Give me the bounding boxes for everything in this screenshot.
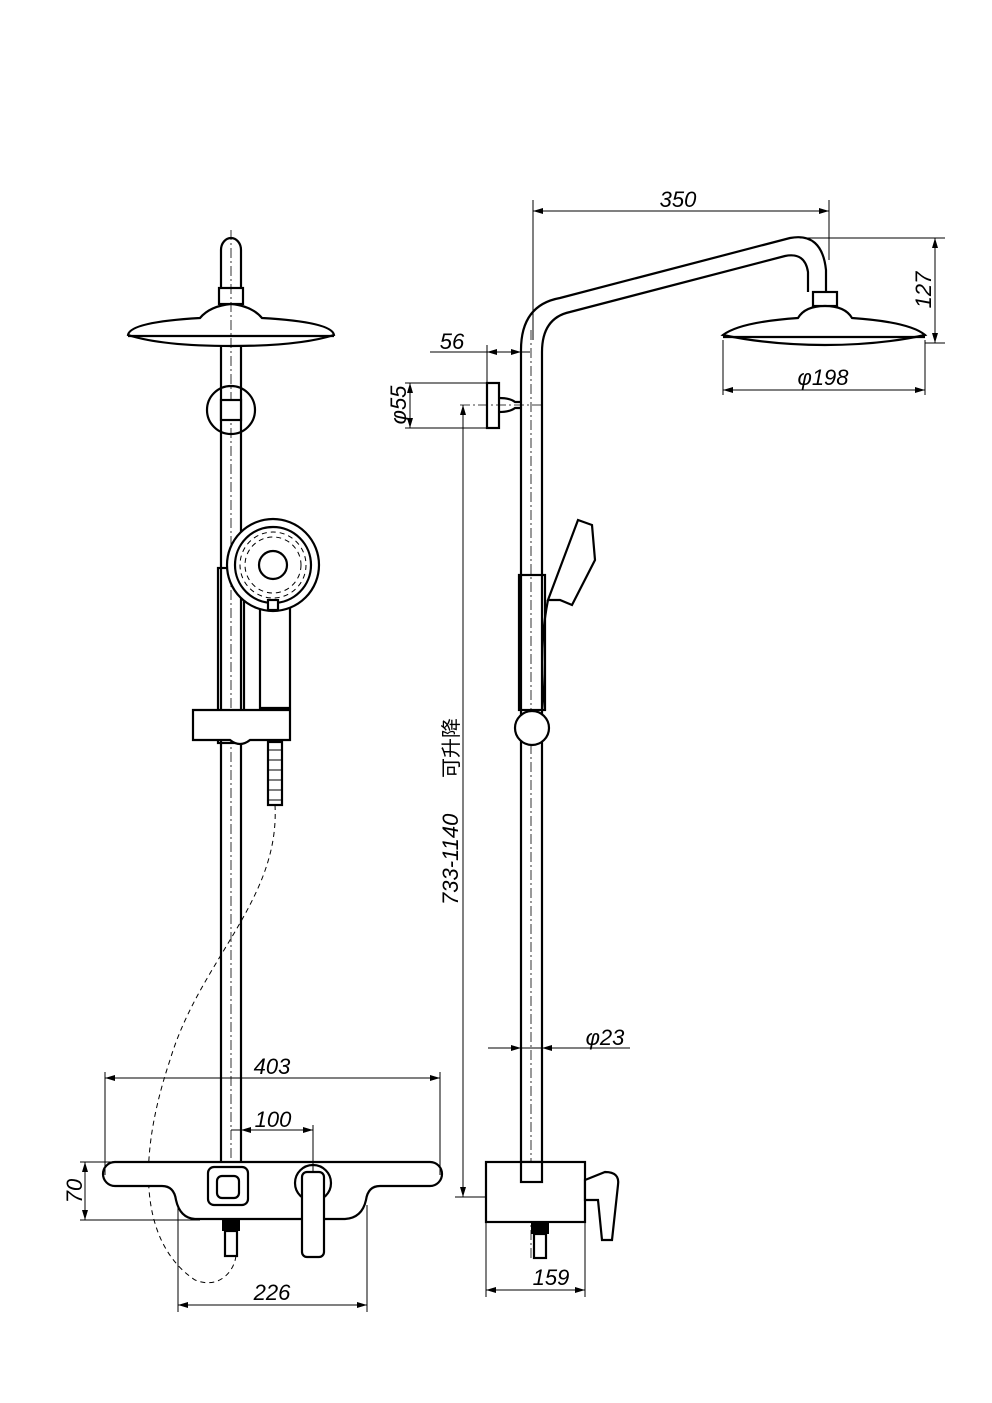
- hand-shower-handle: [258, 598, 292, 710]
- hose-coil: [266, 740, 284, 807]
- side-mixer-lever: [583, 1170, 620, 1242]
- dim-mixer-offset: 100: [255, 1107, 292, 1132]
- shower-arm: [519, 236, 828, 1165]
- side-slider-knob: [513, 709, 551, 747]
- dim-mixer-height: 70: [62, 1178, 87, 1203]
- dim-mixer-base-width: 226: [253, 1280, 291, 1305]
- wall-bracket: [205, 384, 257, 436]
- outlet: [222, 1219, 240, 1231]
- dimensions: 350 127 56 φ55 φ198 733-1140 可升降 φ23 403: [62, 187, 945, 1312]
- slider-holder: [191, 708, 292, 746]
- side-wall-bracket: [485, 381, 501, 430]
- dim-bracket-diameter: φ55: [386, 385, 411, 425]
- dim-arm-length: 350: [660, 187, 697, 212]
- dim-head-drop: 127: [911, 271, 936, 308]
- hand-shower-head: [225, 517, 321, 613]
- mixer-body: [101, 1160, 444, 1221]
- diverter-knob: [206, 1165, 250, 1207]
- dim-height-range: 733-1140: [438, 813, 463, 905]
- dim-height-note: 可升降: [439, 718, 463, 778]
- dim-bracket-offset: 56: [440, 329, 465, 354]
- side-head-connector: [811, 290, 839, 308]
- dim-head-diameter: φ198: [797, 365, 849, 390]
- dim-mixer-width: 403: [254, 1054, 291, 1079]
- side-shower-head: [720, 304, 928, 347]
- dim-pole-diameter: φ23: [586, 1025, 626, 1050]
- side-hand-shower: [546, 518, 597, 607]
- front-view: [101, 230, 444, 1284]
- dim-mixer-depth: 159: [533, 1265, 570, 1290]
- side-view: [460, 236, 928, 1260]
- hose: [147, 804, 276, 1284]
- mixer-lever: [300, 1170, 326, 1259]
